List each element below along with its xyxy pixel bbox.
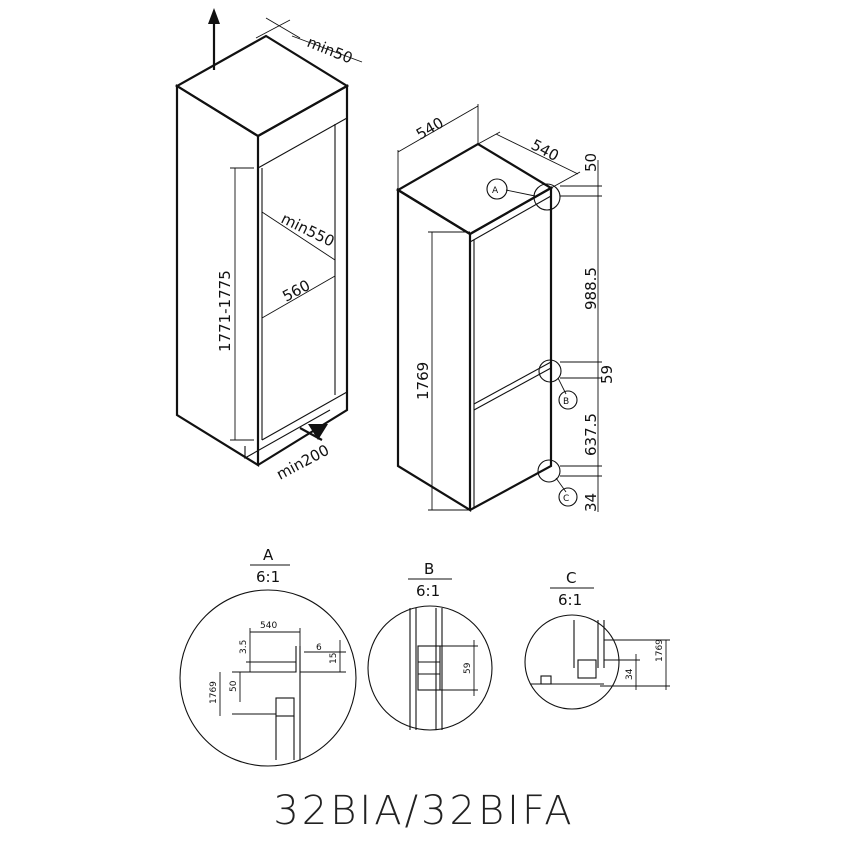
cabinet-height-dim: 1771-1775: [216, 270, 234, 352]
detail-c-label: C: [566, 569, 576, 587]
appliance-upper-door-dim: 988.5: [582, 267, 600, 310]
detail-a-dim-50: 50: [229, 680, 239, 692]
appliance-top-gap-dim: 50: [582, 153, 600, 172]
appliance-lower-door-dim: 637.5: [582, 413, 600, 456]
detail-a-scale: 6:1: [256, 568, 280, 586]
appliance-height-dim: 1769: [414, 362, 432, 400]
cabinet-width-dim: 560: [279, 276, 313, 305]
cabinet-drawing: [174, 8, 363, 467]
detail-a-dim-540: 540: [260, 621, 277, 631]
model-number: 32BIA/32BIFA: [273, 788, 575, 834]
cabinet-min-bottom-dim: min200: [273, 441, 332, 484]
detail-a-dim-15: 15: [329, 653, 339, 664]
detail-a-label: A: [263, 546, 274, 564]
callout-c-label: C: [563, 494, 569, 504]
callout-b-label: B: [563, 397, 569, 407]
detail-b-label: B: [424, 560, 434, 578]
appliance-depth-dim: 540: [528, 136, 562, 165]
appliance-width-dim: 540: [413, 114, 447, 144]
detail-b-dim-59: 59: [463, 662, 473, 674]
detail-c-dim-1769: 1769: [655, 639, 665, 662]
appliance-drawing: [395, 104, 602, 512]
detail-c: [524, 587, 670, 710]
detail-c-scale: 6:1: [558, 591, 582, 609]
detail-a-dim-1769: 1769: [209, 681, 219, 704]
callout-a-label: A: [492, 186, 499, 196]
cabinet-min-top-dim: min50: [305, 33, 356, 67]
cabinet-min-depth-dim: min550: [278, 209, 337, 250]
detail-b: [367, 578, 493, 731]
detail-a-dim-3-5: 3.5: [239, 640, 249, 654]
appliance-door-gap-dim: 59: [598, 365, 616, 384]
detail-a-dim-6: 6: [316, 643, 322, 653]
detail-b-scale: 6:1: [416, 582, 440, 600]
appliance-bottom-gap-dim: 34: [582, 493, 600, 512]
detail-c-dim-34: 34: [625, 668, 635, 680]
detail-a: [179, 564, 357, 767]
